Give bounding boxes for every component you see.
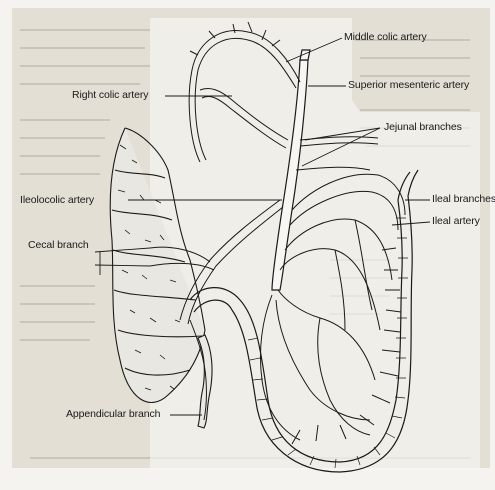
label-middle-colic-artery: Middle colic artery (344, 31, 427, 43)
label-ileocolic-artery: Ileolocolic artery (20, 194, 94, 206)
label-cecal-branch: Cecal branch (28, 239, 89, 251)
label-right-colic-artery: Right colic artery (72, 89, 148, 101)
label-ileal-artery: Ileal artery (432, 215, 480, 227)
label-jejunal-branches: Jejunal branches (384, 121, 462, 133)
label-ileal-branches: Ileal branches (432, 193, 495, 205)
label-superior-mesenteric-artery: Superior mesenteric artery (348, 79, 469, 91)
label-appendicular-branch: Appendicular branch (66, 408, 160, 420)
